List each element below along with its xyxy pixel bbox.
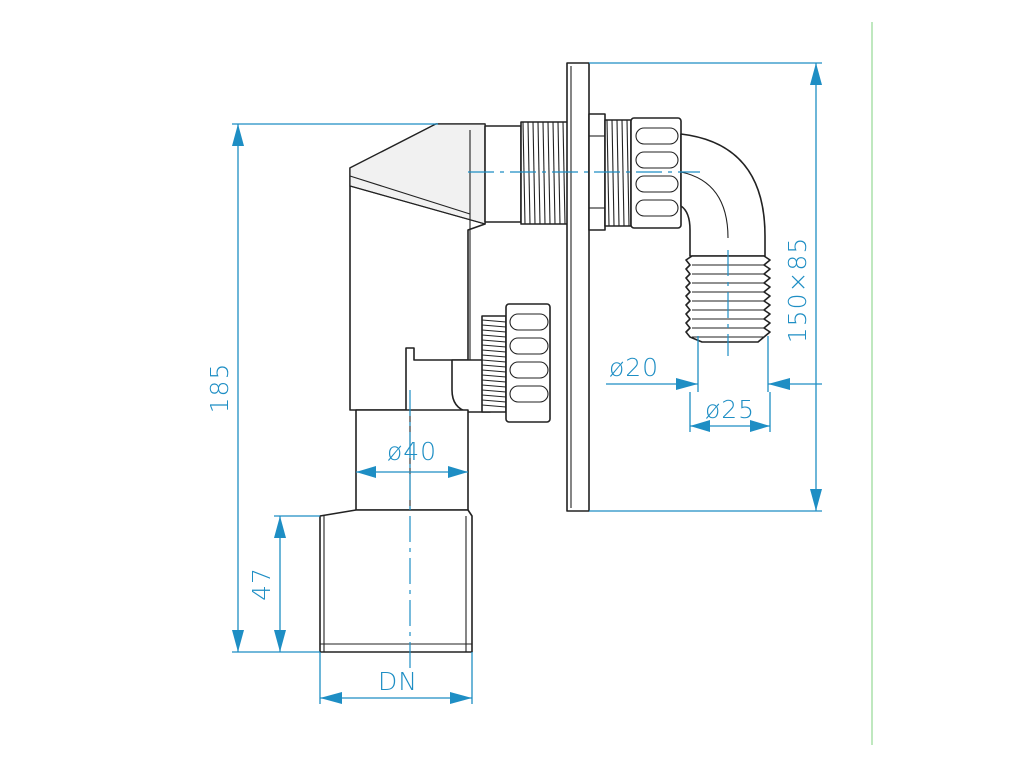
upper-coupling-nut [630, 117, 682, 229]
dimension-47: 47 [247, 515, 320, 652]
dimension-d40: ø40 [356, 437, 468, 478]
dimension-d20-label: ø20 [609, 353, 659, 382]
dimension-d40-label: ø40 [387, 437, 437, 466]
dimension-d25: ø25 [689, 392, 771, 432]
elbow-hose [680, 133, 766, 257]
vertical-pipe [355, 409, 469, 511]
dimension-47-label: 47 [247, 567, 276, 601]
upper-threaded-connector [484, 121, 570, 225]
dimension-dn-label: DN [378, 667, 418, 696]
dimension-185-label: 185 [205, 363, 234, 414]
dimension-185: 185 [205, 123, 438, 653]
siphon-body [349, 123, 491, 413]
dn-socket [319, 509, 473, 653]
lower-threaded-connector [481, 303, 551, 423]
dimension-d20: ø20 [606, 336, 822, 392]
dimension-d25-label: ø25 [705, 395, 755, 424]
dimension-plate: 150×85 [589, 62, 822, 512]
dimension-plate-label: 150×85 [783, 237, 812, 343]
dimension-dn: DN [319, 652, 473, 704]
wall-plate [566, 62, 590, 512]
